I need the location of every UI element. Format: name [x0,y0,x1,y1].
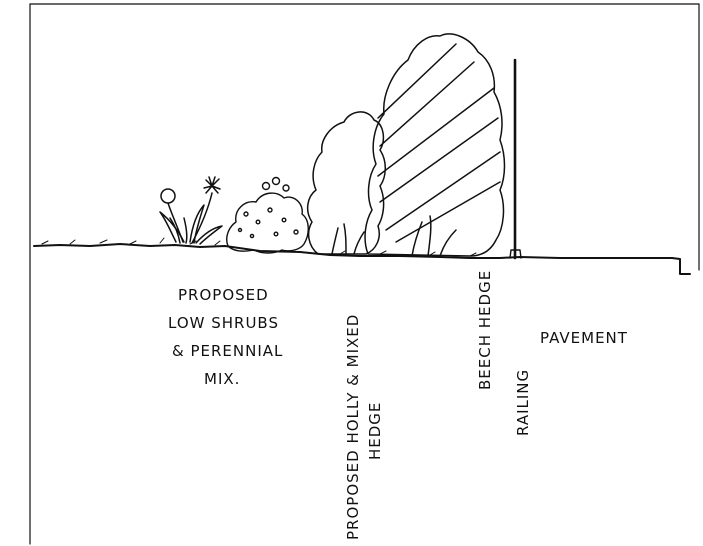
label-railing: RAILING [514,369,532,436]
ground-line [34,244,690,274]
label-low-shrubs-line3: & PERENNIAL [172,342,283,360]
label-low-shrubs-line2: LOW SHRUBS [168,314,279,332]
railing-post [510,60,521,258]
sketch-frame [30,4,699,544]
label-pavement: PAVEMENT [540,329,628,347]
perennial-flowers [160,177,222,244]
label-holly-hedge-line1: PROPOSED HOLLY & MIXED [344,314,362,540]
label-holly-hedge-line2: HEDGE [366,402,384,460]
ground-scribble [42,238,476,256]
low-shrub [227,178,309,254]
holly-shrub [308,112,386,254]
label-low-shrubs-line1: PROPOSED [178,286,269,304]
label-low-shrubs-line4: MIX. [204,370,240,388]
beech-hedge [365,34,504,256]
label-beech-hedge: BEECH HEDGE [476,270,494,390]
